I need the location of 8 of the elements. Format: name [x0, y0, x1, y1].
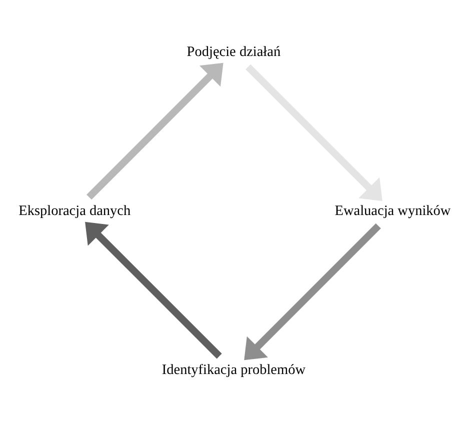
node-text: Podjęcie działań	[186, 44, 281, 60]
arrow	[86, 62, 224, 200]
node-text: Eksploracja danych	[18, 202, 131, 219]
node-text: Identyfikacja problemów	[162, 362, 306, 378]
arrow	[85, 222, 222, 359]
arrow	[246, 64, 382, 202]
arrow	[244, 223, 381, 360]
node-text: Ewaluacja wyników	[334, 202, 451, 219]
